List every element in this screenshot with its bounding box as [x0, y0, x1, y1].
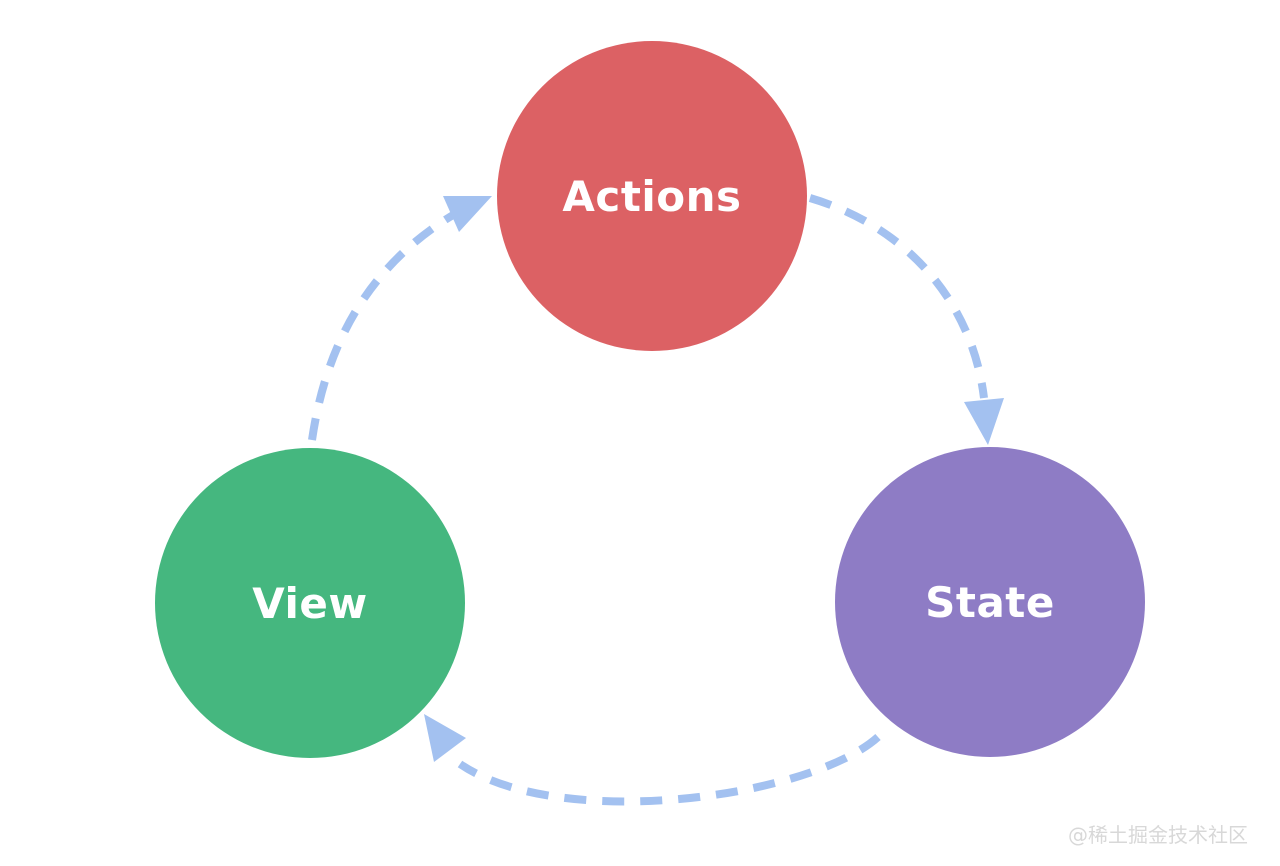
watermark: @稀土掘金技术社区 [1068, 823, 1248, 847]
edge-view-to-actions [308, 196, 492, 441]
arrowhead-down-icon [964, 398, 1004, 445]
node-actions-label: Actions [562, 171, 742, 221]
arrowhead-upleft-icon [424, 714, 466, 762]
edge-actions-to-state [808, 194, 1004, 445]
arrowhead-right-icon [443, 196, 492, 232]
node-state-label: State [925, 577, 1055, 627]
node-view: View [155, 448, 465, 758]
node-state: State [835, 447, 1145, 757]
node-actions: Actions [497, 41, 807, 351]
node-view-label: View [252, 578, 368, 628]
edge-state-to-view [424, 714, 881, 806]
